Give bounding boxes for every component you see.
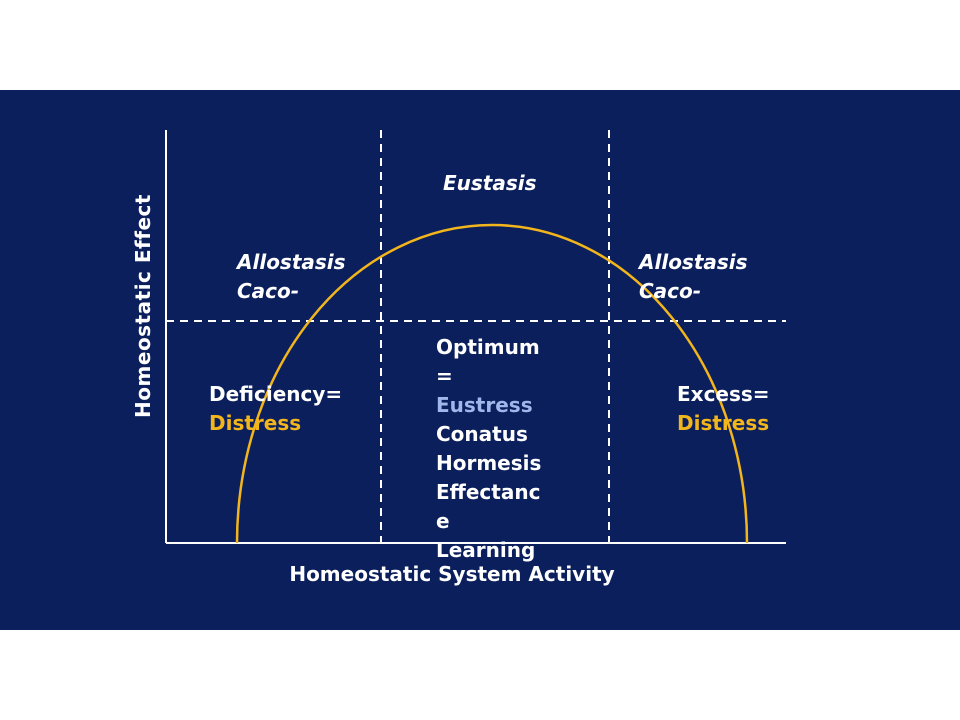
equals-line: = [436,364,453,388]
conatus-line: Conatus [436,422,528,446]
allostasis-left-label: Allostasis Caco- [237,248,346,306]
eustress-line: Eustress [436,393,533,417]
allostasis-right-line1: Allostasis [639,250,748,274]
effectance-line-part1: Effectanc [436,480,541,504]
excess-label: Excess= Distress [677,380,770,438]
effectance-line-part2: e [436,509,450,533]
allostasis-right-line2: Caco- [639,279,702,303]
hormesis-line: Hormesis [436,451,542,475]
allostasis-left-line1: Allostasis [237,250,346,274]
deficiency-line1: Deficiency= [209,382,343,406]
deficiency-label: Deficiency= Distress [209,380,342,438]
eustasis-label: Eustasis [443,171,537,195]
slide-panel: Homeostatic Effect Homeostatic System Ac… [0,90,960,630]
inverted-u-curve [235,223,749,544]
excess-distress: Distress [677,411,770,435]
excess-line1: Excess= [677,382,770,406]
y-axis-label: Homeostatic Effect [131,194,155,418]
optimum-label-stack: Optimum = Eustress Conatus Hormesis Effe… [436,333,541,565]
deficiency-distress: Distress [209,411,302,435]
diagram-canvas [165,130,786,544]
x-axis-label: Homeostatic System Activity [289,562,615,586]
learning-line: Learning [436,538,536,562]
optimum-line: Optimum [436,335,540,359]
allostasis-right-label: Allostasis Caco- [639,248,748,306]
allostasis-left-line2: Caco- [237,279,300,303]
